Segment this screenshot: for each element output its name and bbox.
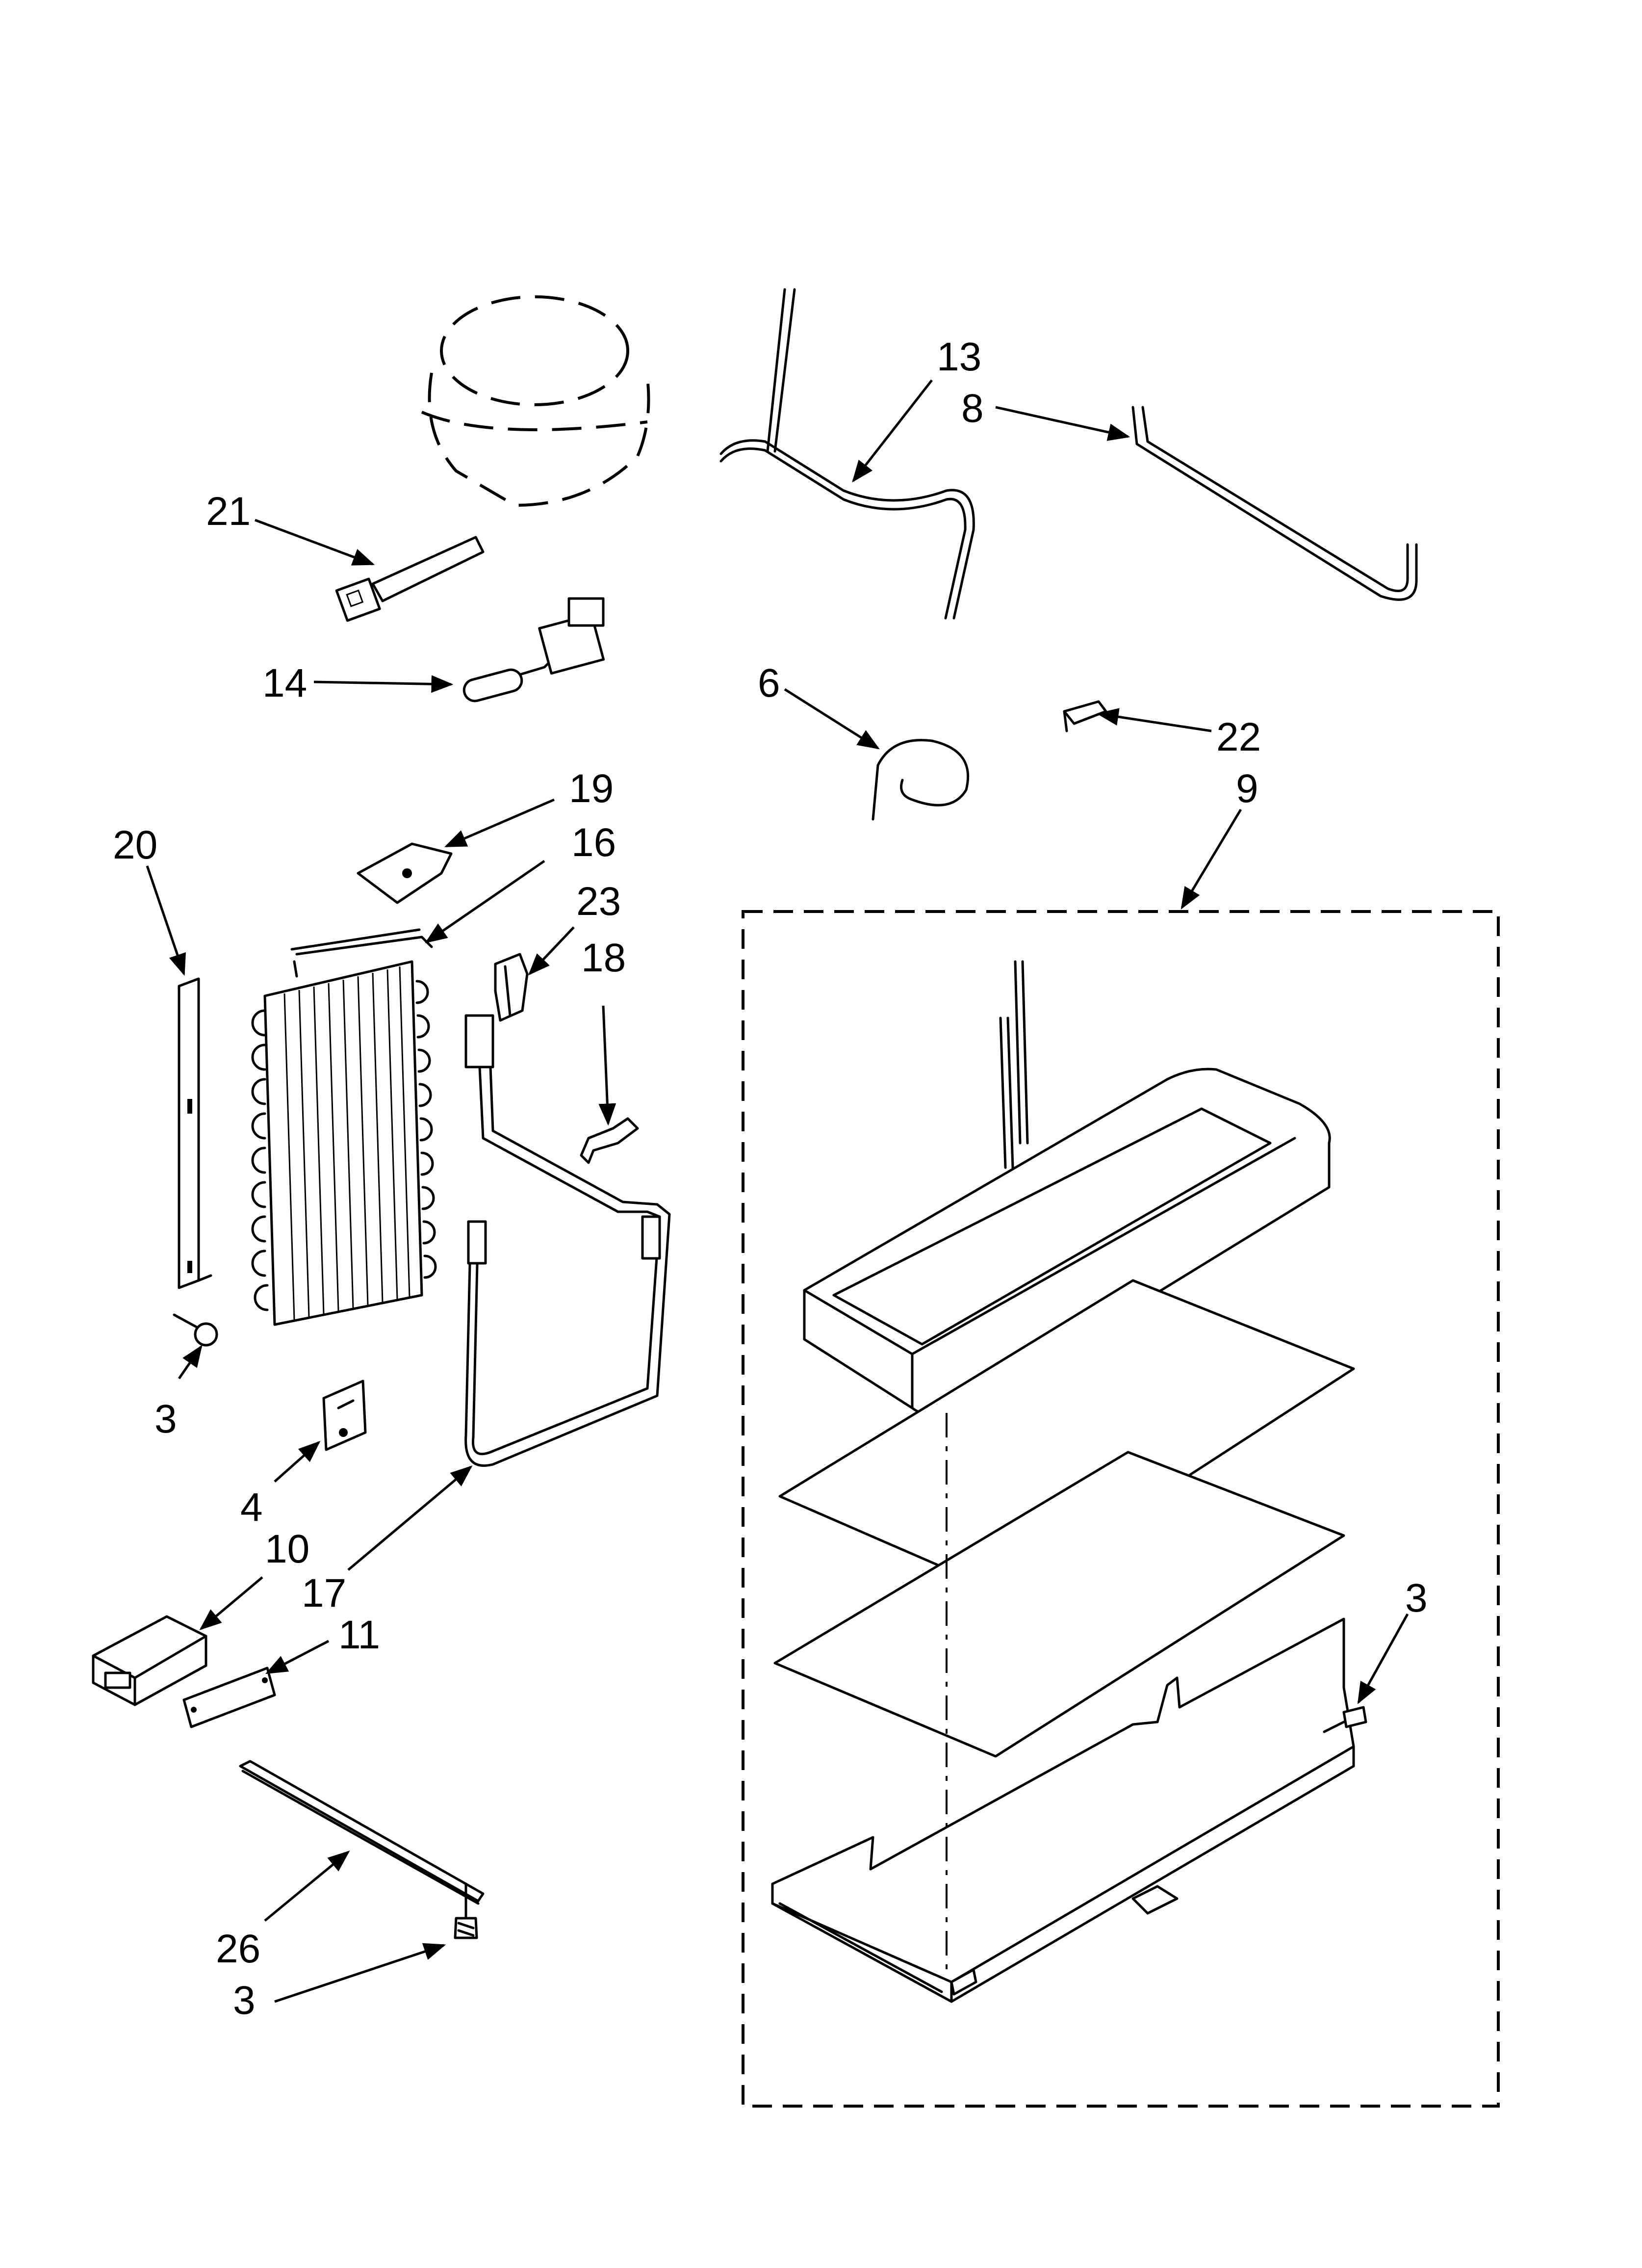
callout-9: 9 <box>1236 766 1258 811</box>
evaporator-fins <box>283 966 410 1320</box>
callout-4: 4 <box>240 1485 263 1530</box>
plate-11-part <box>182 1667 276 1728</box>
evaporator-16-part <box>251 928 437 1326</box>
bracket-20-part <box>178 977 212 1289</box>
cable-tie-part <box>335 536 485 622</box>
callout-23: 23 <box>576 879 621 924</box>
clip-23-part <box>494 953 529 1022</box>
evaporator-coils <box>251 980 437 1311</box>
callout-numbers: 13 8 21 14 6 22 9 19 16 20 23 18 3 4 10 … <box>113 335 1428 2023</box>
callout-20: 20 <box>113 823 157 867</box>
housing-10-part <box>92 1615 207 1706</box>
callout-21: 21 <box>206 489 251 534</box>
callout-18: 18 <box>581 936 626 980</box>
pad-19-part <box>357 842 453 904</box>
tubing-8-part <box>1131 406 1418 601</box>
callout-3-evaporator: 3 <box>154 1397 177 1441</box>
strip-26-part <box>239 1760 485 1905</box>
callout-22: 22 <box>1216 715 1261 759</box>
base-pan-part <box>771 1617 1355 2003</box>
screw-3a-part <box>173 1313 218 1347</box>
screw-3b-part <box>1323 1706 1367 1733</box>
callout-13: 13 <box>937 335 981 379</box>
callout-26: 26 <box>216 1927 260 1971</box>
clip-22-part <box>1063 700 1107 732</box>
screw-3c-part <box>454 1882 478 1939</box>
heater-17-part <box>464 1014 671 1467</box>
leader-lines <box>146 379 1409 2003</box>
callout-3-basepan: 3 <box>1405 1576 1428 1620</box>
callout-11: 11 <box>338 1613 380 1657</box>
callout-6: 6 <box>758 661 780 705</box>
callout-17: 17 <box>302 1571 346 1616</box>
tubing-13-part <box>719 288 975 620</box>
callout-19: 19 <box>569 766 614 811</box>
tube-6-part <box>872 739 970 821</box>
callout-14: 14 <box>262 661 307 705</box>
callout-3-strip: 3 <box>233 1978 256 2023</box>
compressor-outline <box>421 295 650 507</box>
bracket-4-part <box>322 1380 367 1451</box>
callout-8: 8 <box>961 386 984 431</box>
callout-16: 16 <box>571 820 616 865</box>
bracket-18-part <box>580 1117 639 1164</box>
insulation-sheets <box>773 1279 1355 1758</box>
thermistor-part <box>462 597 605 703</box>
assembly-9-box <box>742 910 1500 2108</box>
drain-tray-part <box>803 960 1331 1418</box>
callout-10: 10 <box>265 1527 309 1571</box>
